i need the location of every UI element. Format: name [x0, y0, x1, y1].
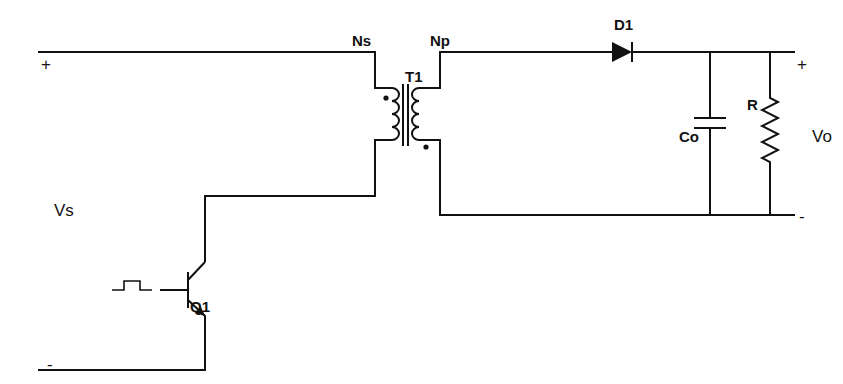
resistor-symbol: [762, 52, 778, 215]
wire: [205, 140, 392, 262]
terminal-sign: +: [41, 56, 51, 73]
voltage-label: Vo: [812, 128, 832, 145]
polarity-dot: [383, 95, 388, 100]
winding-label: Ns: [352, 33, 371, 48]
transistor-symbol: [38, 262, 205, 370]
terminal-sign: -: [799, 208, 805, 225]
wire: [419, 52, 612, 88]
transformer-core: [403, 84, 408, 146]
part-name: T1: [405, 69, 423, 84]
terminal-sign: +: [797, 56, 807, 73]
part-name: Q1: [190, 299, 210, 314]
winding-label: Np: [430, 33, 450, 48]
polarity-dot: [423, 144, 428, 149]
part-name: R: [747, 97, 758, 112]
wire: [419, 140, 795, 215]
terminal-sign: -: [47, 356, 53, 373]
wire: [38, 52, 392, 88]
voltage-label: Vs: [54, 202, 74, 219]
part-name: Co: [679, 129, 699, 144]
primary-coil: [392, 88, 399, 140]
part-name: D1: [614, 17, 633, 32]
secondary-coil: [412, 88, 419, 140]
diode-symbol: [612, 42, 632, 62]
gate-pulse: [112, 281, 152, 290]
